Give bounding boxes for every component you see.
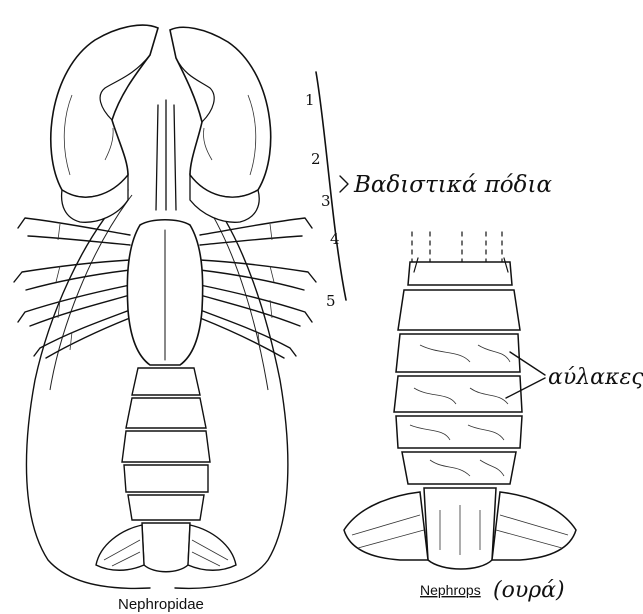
leg-number-4: 4 <box>330 230 340 248</box>
right-caption-note: (ουρά) <box>493 578 565 603</box>
walking-legs-label: Βαδιστικά πόδια <box>353 172 552 198</box>
leg-number-5: 5 <box>326 292 336 310</box>
grooves-label: αύλακες <box>548 365 643 390</box>
legs-bracket: 1 2 3 4 5 <box>305 72 348 310</box>
tail-segment-3 <box>394 376 522 412</box>
abdomen-segments <box>122 368 210 520</box>
leg-number-1: 1 <box>305 91 315 109</box>
right-walking-legs <box>200 218 316 358</box>
leg-number-2: 2 <box>311 150 321 168</box>
tail-segment-5 <box>402 452 516 484</box>
tail-segment-4 <box>396 416 522 448</box>
left-walking-legs <box>14 218 130 358</box>
nephrops-tail-drawing <box>344 232 576 569</box>
tail-segment-1 <box>398 290 520 330</box>
right-claw <box>170 27 271 197</box>
leg-number-3: 3 <box>321 192 331 210</box>
tail-segment-2 <box>396 334 520 372</box>
right-caption-genus: Nephrops <box>420 582 481 598</box>
tail-fan-left-figure <box>96 523 236 572</box>
lobster-drawing-dorsal <box>14 25 316 588</box>
left-caption: Nephropidae <box>118 596 204 613</box>
